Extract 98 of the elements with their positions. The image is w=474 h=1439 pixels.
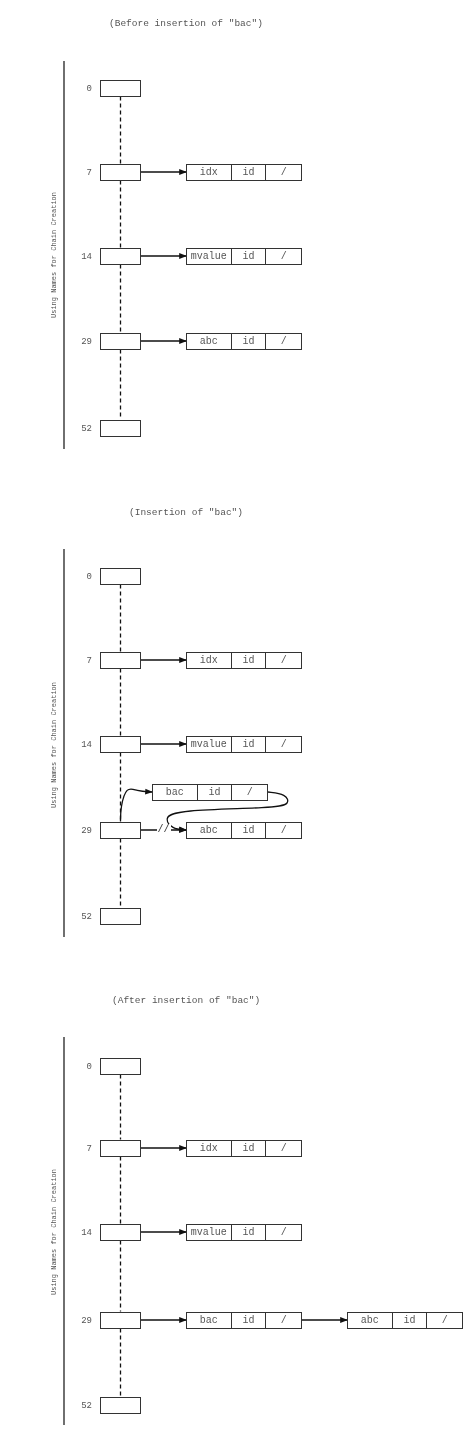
bucket-box	[100, 79, 141, 97]
record-field: mvalue	[187, 736, 232, 752]
dashed-link	[119, 837, 122, 909]
bucket-box	[100, 1057, 141, 1075]
bucket-box	[100, 821, 141, 839]
record-field: id	[231, 1224, 267, 1240]
arrow	[301, 1317, 348, 1323]
record-field: abc	[348, 1312, 393, 1328]
bucket-box	[100, 419, 141, 437]
record-box	[186, 821, 302, 839]
record-box	[186, 1139, 302, 1157]
record-field: idx	[187, 164, 232, 180]
record-field: idx	[187, 1140, 232, 1156]
record-field: /	[232, 784, 267, 800]
arrow	[140, 338, 187, 344]
record-field: id	[231, 164, 267, 180]
record-field: abc	[187, 822, 232, 838]
record-field: /	[266, 1224, 301, 1240]
bucket-box	[100, 1311, 141, 1329]
bucket-index: 52	[80, 910, 92, 923]
record-field: id	[231, 736, 267, 752]
record-field: /	[266, 822, 301, 838]
record-field: /	[266, 333, 301, 349]
bucket-box	[100, 163, 141, 181]
record-field: mvalue	[187, 248, 232, 264]
record-field: bac	[187, 1312, 232, 1328]
arrow	[140, 169, 187, 175]
bucket-index: 52	[80, 1399, 92, 1412]
record-field: /	[266, 164, 301, 180]
dashed-link	[119, 179, 122, 249]
bucket-index: 7	[85, 1142, 92, 1155]
record-box	[152, 783, 268, 801]
record-field: mvalue	[187, 1224, 232, 1240]
record-box	[186, 1223, 302, 1241]
bucket-index: 14	[80, 250, 92, 263]
arrow	[140, 741, 187, 747]
bucket-index: 52	[80, 422, 92, 435]
record-box	[186, 332, 302, 350]
panel-title: (Insertion of "bac")	[129, 507, 244, 519]
bucket-index: 0	[85, 82, 92, 95]
record-field: id	[231, 1312, 267, 1328]
panel-title: (Before insertion of "bac")	[109, 18, 263, 30]
dashed-link	[119, 263, 122, 334]
bucket-box	[100, 1396, 141, 1414]
dashed-link	[119, 1239, 122, 1313]
arrow	[140, 1145, 187, 1151]
bucket-index: 7	[85, 654, 92, 667]
record-box	[347, 1311, 463, 1329]
bucket-index: 0	[85, 570, 92, 583]
bucket-index: 29	[80, 335, 92, 348]
record-field: /	[266, 248, 301, 264]
bucket-box	[100, 651, 141, 669]
record-box	[186, 247, 302, 265]
record-field: id	[231, 652, 267, 668]
bucket-index: 29	[80, 1314, 92, 1327]
record-field: /	[266, 1312, 301, 1328]
bucket-box	[100, 1223, 141, 1241]
record-field: id	[392, 1312, 428, 1328]
dashed-link	[119, 1327, 122, 1398]
arrow	[140, 1317, 187, 1323]
arrow	[140, 253, 187, 259]
record-field: id	[197, 784, 233, 800]
dashed-link	[119, 1155, 122, 1225]
record-box	[186, 163, 302, 181]
dashed-link	[119, 95, 122, 165]
record-field: /	[266, 1140, 301, 1156]
bucket-index: 29	[80, 824, 92, 837]
bucket-box	[100, 735, 141, 753]
arrow	[140, 1229, 187, 1235]
edge-label: //	[156, 824, 171, 835]
record-field: id	[231, 822, 267, 838]
record-field: id	[231, 333, 267, 349]
record-field: id	[231, 248, 267, 264]
bucket-index: 14	[80, 738, 92, 751]
record-field: abc	[187, 333, 232, 349]
bucket-index: 0	[85, 1060, 92, 1073]
bucket-box	[100, 1139, 141, 1157]
dashed-link	[119, 1073, 122, 1141]
bucket-box	[100, 247, 141, 265]
dashed-link	[119, 667, 122, 737]
record-field: id	[231, 1140, 267, 1156]
record-box	[186, 1311, 302, 1329]
record-box	[186, 651, 302, 669]
bucket-box	[100, 332, 141, 350]
dashed-link	[119, 583, 122, 653]
record-field: /	[427, 1312, 462, 1328]
record-box	[186, 735, 302, 753]
bucket-index: 14	[80, 1226, 92, 1239]
panel-title: (After insertion of "bac")	[112, 995, 261, 1007]
record-field: bac	[153, 784, 198, 800]
record-field: idx	[187, 652, 232, 668]
record-field: /	[266, 736, 301, 752]
bucket-box	[100, 567, 141, 585]
arrow	[119, 788, 153, 823]
arrow	[140, 657, 187, 663]
record-field: /	[266, 652, 301, 668]
bucket-index: 7	[85, 166, 92, 179]
bucket-box	[100, 907, 141, 925]
